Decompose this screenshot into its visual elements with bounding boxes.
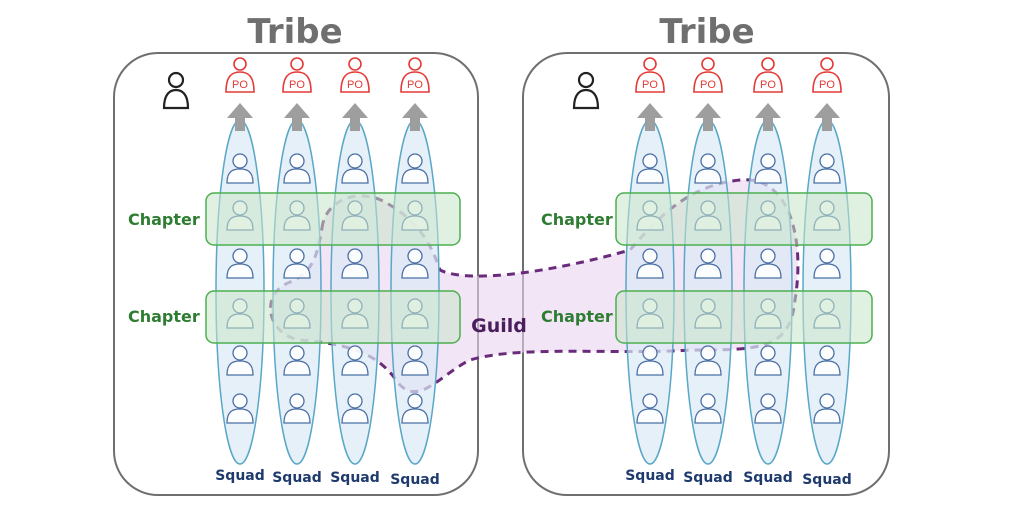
person-icon: [401, 248, 429, 279]
product-owner-icon: PO: [753, 57, 783, 93]
person-icon: [754, 248, 782, 279]
person-icon: [754, 153, 782, 184]
person-icon: [401, 345, 429, 376]
up-arrow-icon: [695, 103, 721, 131]
product-owner-icon: PO: [282, 57, 312, 93]
squad-label: Squad: [272, 470, 322, 486]
person-icon: [226, 345, 254, 376]
product-owner-icon: PO: [340, 57, 370, 93]
up-arrow-icon: [402, 103, 428, 131]
person-icon: [813, 248, 841, 279]
po-label: PO: [347, 79, 363, 91]
person-icon: [226, 248, 254, 279]
chapter-label-tribe2-2: Chapter: [541, 307, 613, 326]
agile-coach-icon: [162, 71, 190, 110]
person-icon: [341, 345, 369, 376]
product-owner-icon: PO: [635, 57, 665, 93]
po-label: PO: [700, 79, 716, 91]
chapter-label-tribe1-1: Chapter: [128, 210, 200, 229]
person-icon: [283, 153, 311, 184]
person-icon: [636, 248, 664, 279]
product-owner-icon: PO: [400, 57, 430, 93]
person-icon: [401, 393, 429, 424]
chapter-label-tribe1-2: Chapter: [128, 307, 200, 326]
up-arrow-icon: [284, 103, 310, 131]
person-icon: [401, 153, 429, 184]
person-icon: [813, 393, 841, 424]
po-label: PO: [289, 79, 305, 91]
up-arrow-icon: [637, 103, 663, 131]
chapter-bar-tribe1-2: [205, 290, 461, 344]
po-label: PO: [407, 79, 423, 91]
chapter-bar-tribe2-2: [615, 290, 873, 344]
squad-label: Squad: [743, 470, 793, 486]
tribe-title-1: Tribe: [247, 12, 342, 52]
person-icon: [754, 345, 782, 376]
person-icon: [636, 345, 664, 376]
person-icon: [226, 393, 254, 424]
chapter-bar-tribe1-1: [205, 192, 461, 246]
guild-label: Guild: [471, 315, 527, 337]
squad-label: Squad: [215, 468, 265, 484]
person-icon: [694, 153, 722, 184]
po-label: PO: [760, 79, 776, 91]
chapter-bar-tribe2-1: [615, 192, 873, 246]
person-icon: [341, 393, 369, 424]
product-owner-icon: PO: [812, 57, 842, 93]
squad-label: Squad: [802, 472, 852, 488]
person-icon: [754, 393, 782, 424]
up-arrow-icon: [342, 103, 368, 131]
up-arrow-icon: [814, 103, 840, 131]
person-icon: [694, 248, 722, 279]
squad-label: Squad: [390, 472, 440, 488]
up-arrow-icon: [755, 103, 781, 131]
person-icon: [636, 393, 664, 424]
person-icon: [694, 393, 722, 424]
po-label: PO: [819, 79, 835, 91]
person-icon: [694, 345, 722, 376]
agile-coach-icon: [572, 71, 600, 110]
person-icon: [813, 345, 841, 376]
person-icon: [283, 345, 311, 376]
chapter-label-tribe2-1: Chapter: [541, 210, 613, 229]
squad-label: Squad: [625, 468, 675, 484]
person-icon: [283, 248, 311, 279]
person-icon: [636, 153, 664, 184]
product-owner-icon: PO: [693, 57, 723, 93]
person-icon: [283, 393, 311, 424]
squad-label: Squad: [330, 470, 380, 486]
person-icon: [813, 153, 841, 184]
po-label: PO: [232, 79, 248, 91]
po-label: PO: [642, 79, 658, 91]
squad-label: Squad: [683, 470, 733, 486]
tribe-title-2: Tribe: [659, 12, 754, 52]
person-icon: [341, 153, 369, 184]
product-owner-icon: PO: [225, 57, 255, 93]
up-arrow-icon: [227, 103, 253, 131]
person-icon: [341, 248, 369, 279]
person-icon: [226, 153, 254, 184]
